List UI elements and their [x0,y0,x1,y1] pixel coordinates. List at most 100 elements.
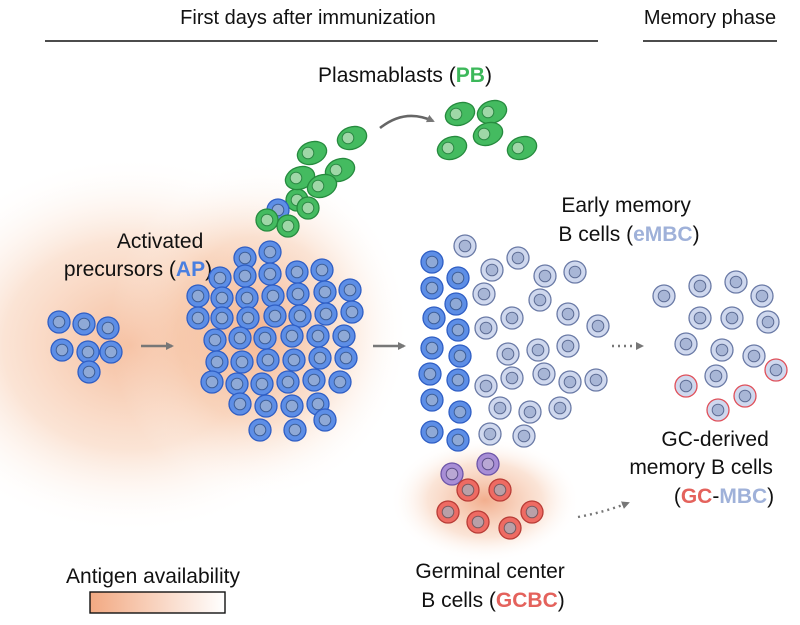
embc-cell [526,338,550,362]
label-gc-derived: GC-derived memory B cells (GC-MBC) [629,428,778,508]
ap-cell [283,418,307,442]
ap-cell [250,372,274,396]
ap-cell [334,346,358,370]
embc-cell [480,258,504,282]
embc-cell [688,274,712,298]
pb-cell [306,173,338,199]
ap-cell [210,306,234,330]
gc-cell [436,500,460,524]
ap-cell [230,350,254,374]
gc-cell [488,478,512,502]
ap-cell [444,292,468,316]
ap-cell [314,302,338,326]
embc-cell [500,366,524,390]
ap-cell [338,278,362,302]
ap-cell [254,394,278,418]
ap-cell [308,346,332,370]
embc-cell [496,342,520,366]
embc-cell [556,302,580,326]
ap-cell [446,266,470,290]
ap-cell [446,318,470,342]
embc-cell [756,310,780,334]
embc-cell [704,364,728,388]
pb-cell [296,140,328,166]
label-activated-precursors: Activated precursors (AP) [64,230,212,281]
embc-cell [500,306,524,330]
ap-cell [276,370,300,394]
embc-cell [488,396,512,420]
ap-cell [280,394,304,418]
ap-cell [446,428,470,452]
ap-cell [236,306,260,330]
ap-cell [228,392,252,416]
pb-cell [255,208,279,232]
embc-cell [674,332,698,356]
gcmbc-cell [674,374,698,398]
header-memory-phase: Memory phase [644,7,776,29]
ap-cell [210,286,234,310]
ap-cell [258,262,282,286]
embc-cell [532,362,556,386]
pb-cell [506,135,538,161]
embc-cell [742,344,766,368]
ap-cell [208,266,232,290]
ap-cell [225,372,249,396]
gcmbc-cell [706,398,730,422]
ap-cell [256,348,280,372]
label-germinal-center: Germinal center B cells (GCBC) [415,560,570,612]
ap-cell [282,348,306,372]
ap-cell [310,258,334,282]
embc-cell [556,334,580,358]
embc-cell [584,368,608,392]
embc-cell [506,246,530,270]
pb-cell [436,135,468,161]
embc-cell [586,314,610,338]
gcmbc-cell [764,358,788,382]
mix-cell [476,452,500,476]
ap-cell [235,286,259,310]
embc-cell [474,374,498,398]
ap-cell [288,304,312,328]
ap-cell [72,312,96,336]
embc-cell [563,260,587,284]
ap-cell [47,310,71,334]
ap-cell [233,246,257,270]
ap-cell [186,306,210,330]
ap-cell [96,316,120,340]
embc-cell [688,306,712,330]
ap-cell [258,240,282,264]
ap-cell [248,418,272,442]
gcmbc-cell [733,384,757,408]
pb-cell [444,101,476,127]
pb-cell [472,121,504,147]
ap-cell [446,368,470,392]
ap-cell [420,276,444,300]
ap-cell [253,326,277,350]
ap-cell [306,324,330,348]
embc-cell [724,270,748,294]
ap-cell [205,350,229,374]
curved-arrow-icon [379,114,435,130]
ap-cell [203,328,227,352]
ap-cell [420,250,444,274]
ap-cell [280,324,304,348]
ap-cell [285,260,309,284]
embc-cell [548,396,572,420]
ap-cell [420,420,444,444]
ap-cell [328,370,352,394]
gc-cell [520,500,544,524]
gc-cell [466,510,490,534]
embc-cell [478,422,502,446]
embc-cell [720,306,744,330]
ap-cell [302,368,326,392]
ap-cell [448,344,472,368]
ap-cell [261,284,285,308]
embc-cell [750,284,774,308]
pb-cell [476,99,508,125]
ap-cell [340,300,364,324]
gc-cell [498,516,522,540]
legend-antigen-gradient [89,591,226,614]
label-plasmablasts: Plasmablasts (PB) [318,64,492,87]
gc-cell [456,478,480,502]
